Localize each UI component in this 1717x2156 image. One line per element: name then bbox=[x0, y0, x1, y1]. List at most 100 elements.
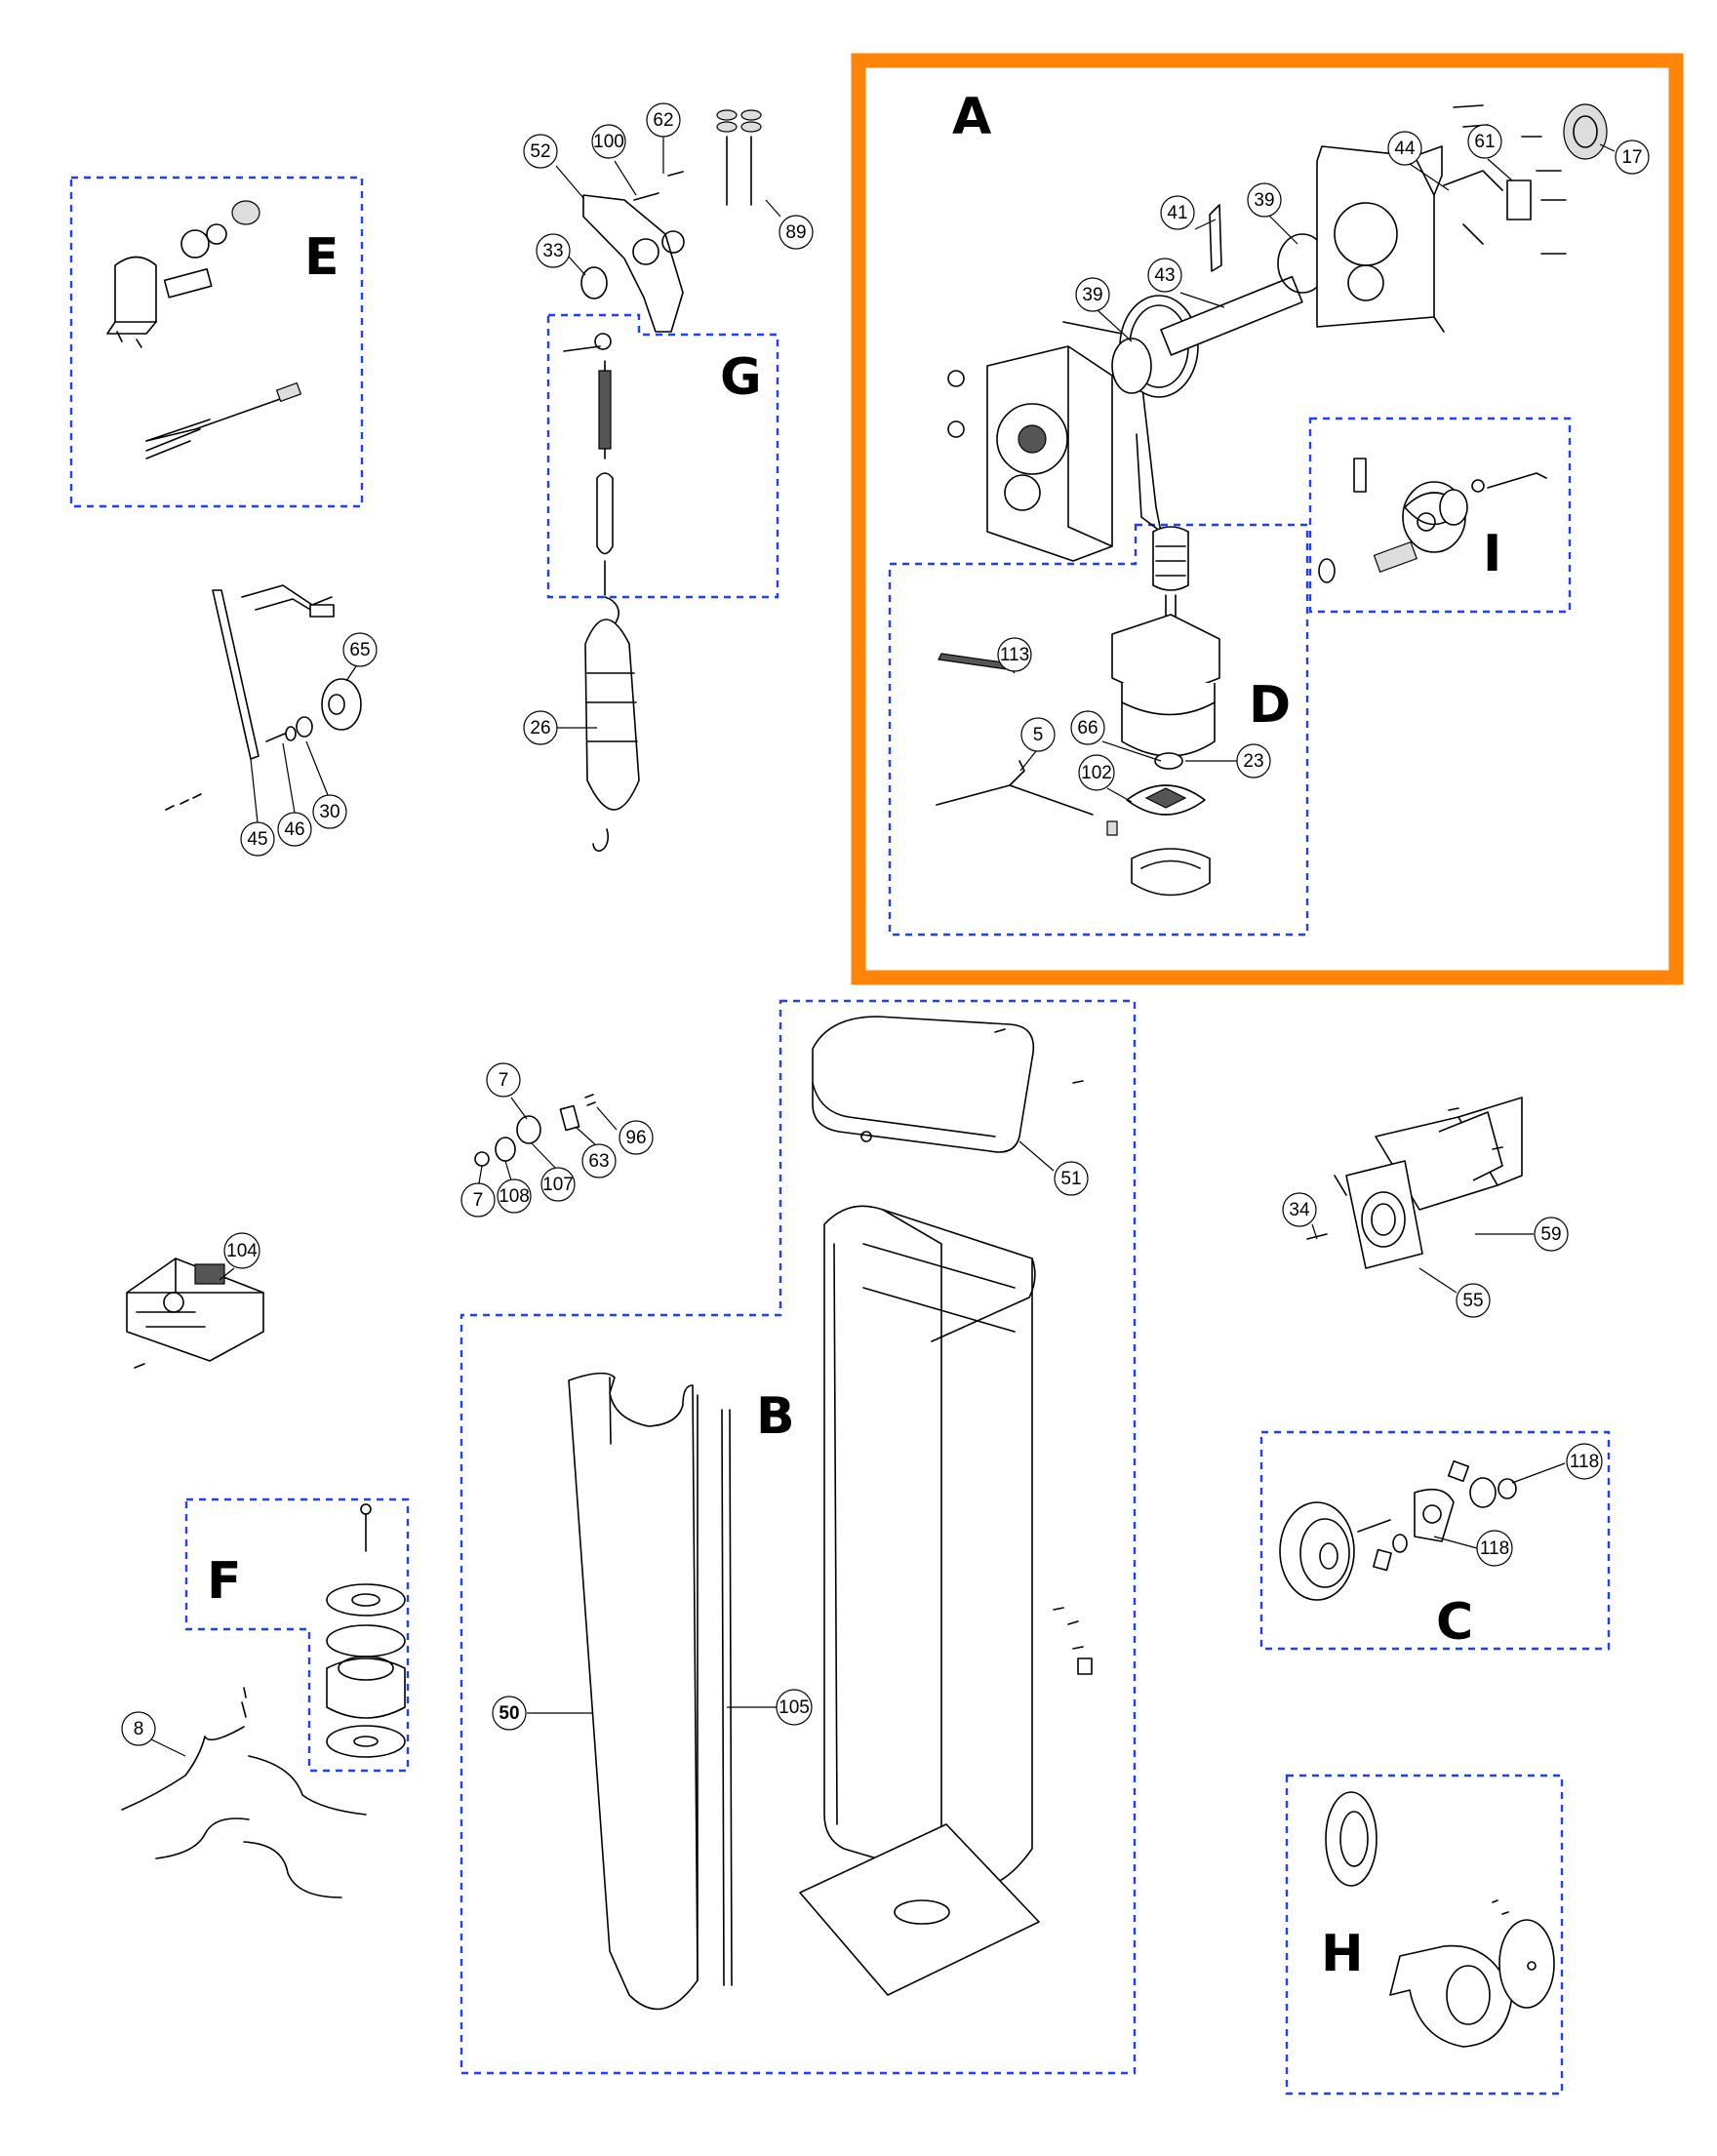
callout-39-upper: 39 bbox=[1247, 182, 1298, 245]
svg-text:33: 33 bbox=[542, 241, 563, 261]
svg-text:108: 108 bbox=[499, 1186, 530, 1207]
svg-text:5: 5 bbox=[1033, 725, 1044, 745]
group-b-box bbox=[459, 999, 1137, 2075]
svg-text:8: 8 bbox=[134, 1719, 144, 1739]
callout-33: 33 bbox=[536, 233, 586, 276]
callout-96: 96 bbox=[596, 1106, 654, 1155]
callout-59: 59 bbox=[1475, 1217, 1569, 1252]
svg-text:113: 113 bbox=[1000, 645, 1029, 665]
cover-parts-drawing bbox=[1325, 1791, 1555, 2048]
group-i-box bbox=[1308, 417, 1572, 614]
callout-52: 52 bbox=[523, 134, 584, 199]
svg-text:39: 39 bbox=[1254, 190, 1274, 211]
callout-100: 100 bbox=[591, 124, 637, 196]
barrier-cabinet-drawing bbox=[568, 1016, 1093, 2011]
group-label-f: F bbox=[207, 1552, 242, 1611]
callout-5: 5 bbox=[1019, 717, 1056, 772]
control-board-drawing bbox=[126, 1258, 264, 1369]
gear-kit-drawing bbox=[1318, 458, 1547, 583]
callout-118-upper: 118 bbox=[1511, 1443, 1603, 1484]
svg-text:34: 34 bbox=[1289, 1200, 1310, 1220]
svg-text:102: 102 bbox=[1081, 763, 1112, 783]
svg-text:105: 105 bbox=[779, 1697, 810, 1718]
callout-46: 46 bbox=[277, 742, 312, 847]
callout-104: 104 bbox=[219, 1232, 260, 1281]
svg-text:44: 44 bbox=[1394, 139, 1416, 159]
callout-45: 45 bbox=[240, 758, 275, 857]
cables-drawing bbox=[121, 1687, 367, 1898]
mounting-bracket-drawing bbox=[1306, 1097, 1523, 1269]
motor-assembly-drawing bbox=[936, 526, 1220, 897]
svg-text:61: 61 bbox=[1474, 132, 1495, 152]
callout-66: 66 bbox=[1070, 710, 1162, 762]
group-c-box bbox=[1259, 1430, 1611, 1651]
group-h-box bbox=[1285, 1774, 1564, 2096]
group-label-b: B bbox=[756, 1387, 795, 1446]
svg-text:89: 89 bbox=[785, 222, 806, 243]
svg-text:55: 55 bbox=[1462, 1291, 1483, 1311]
callout-89: 89 bbox=[765, 199, 814, 250]
svg-text:41: 41 bbox=[1167, 203, 1187, 223]
svg-text:7: 7 bbox=[473, 1190, 484, 1211]
svg-text:23: 23 bbox=[1243, 751, 1263, 772]
callout-43: 43 bbox=[1147, 258, 1225, 308]
svg-text:65: 65 bbox=[349, 640, 370, 660]
callout-107: 107 bbox=[531, 1142, 576, 1202]
svg-text:63: 63 bbox=[588, 1151, 609, 1172]
group-label-a: A bbox=[952, 88, 991, 146]
svg-text:59: 59 bbox=[1540, 1224, 1561, 1245]
callout-118-lower: 118 bbox=[1433, 1530, 1513, 1567]
gearbox-assembly-drawing bbox=[947, 103, 1608, 562]
svg-text:50: 50 bbox=[499, 1703, 519, 1724]
svg-text:39: 39 bbox=[1082, 285, 1102, 305]
callout-113: 113 bbox=[997, 637, 1032, 674]
callout-23: 23 bbox=[1185, 743, 1271, 779]
callout-7-bottom: 7 bbox=[460, 1165, 496, 1218]
foot-mounting-kit-drawing bbox=[326, 1503, 406, 1758]
callout-30: 30 bbox=[305, 740, 347, 829]
svg-text:104: 104 bbox=[226, 1241, 258, 1261]
svg-text:7: 7 bbox=[499, 1070, 509, 1091]
group-e-box bbox=[69, 176, 364, 508]
balancing-spring-assembly-drawing bbox=[563, 109, 762, 852]
svg-text:51: 51 bbox=[1060, 1169, 1081, 1189]
group-g-box bbox=[546, 313, 779, 599]
svg-text:107: 107 bbox=[542, 1175, 574, 1195]
callout-8: 8 bbox=[121, 1711, 186, 1757]
svg-text:46: 46 bbox=[284, 819, 304, 840]
release-lever-assembly-drawing bbox=[165, 584, 362, 811]
svg-text:96: 96 bbox=[625, 1128, 646, 1148]
callout-63: 63 bbox=[575, 1126, 617, 1178]
limit-switch-assembly-drawing bbox=[106, 200, 302, 459]
callout-65: 65 bbox=[342, 632, 378, 682]
group-label-d: D bbox=[1249, 676, 1291, 735]
svg-text:17: 17 bbox=[1621, 147, 1642, 168]
callout-39-lower: 39 bbox=[1075, 277, 1133, 342]
svg-text:45: 45 bbox=[247, 829, 267, 850]
manual-release-drawing bbox=[1279, 1459, 1517, 1601]
group-label-h: H bbox=[1321, 1925, 1364, 1983]
callout-7-top: 7 bbox=[486, 1062, 528, 1120]
svg-text:62: 62 bbox=[653, 110, 673, 131]
group-d-box bbox=[888, 523, 1309, 937]
group-label-i: I bbox=[1483, 525, 1501, 583]
group-f-box bbox=[184, 1497, 410, 1773]
callout-62: 62 bbox=[646, 102, 681, 174]
svg-text:118: 118 bbox=[1480, 1538, 1509, 1559]
callout-61: 61 bbox=[1467, 124, 1513, 181]
group-label-g: G bbox=[720, 348, 762, 407]
small-hardware-set-drawing bbox=[474, 1094, 596, 1167]
svg-text:52: 52 bbox=[530, 141, 550, 162]
callout-55: 55 bbox=[1418, 1267, 1491, 1318]
svg-text:100: 100 bbox=[593, 132, 624, 152]
callout-50: 50 bbox=[492, 1696, 593, 1731]
callout-44: 44 bbox=[1387, 131, 1450, 191]
callout-26: 26 bbox=[523, 710, 597, 745]
callout-51: 51 bbox=[1018, 1140, 1089, 1196]
callout-34: 34 bbox=[1282, 1192, 1318, 1240]
callout-108: 108 bbox=[497, 1160, 532, 1214]
callout-41: 41 bbox=[1160, 195, 1217, 230]
svg-text:118: 118 bbox=[1570, 1452, 1599, 1472]
callout-102: 102 bbox=[1078, 754, 1133, 803]
